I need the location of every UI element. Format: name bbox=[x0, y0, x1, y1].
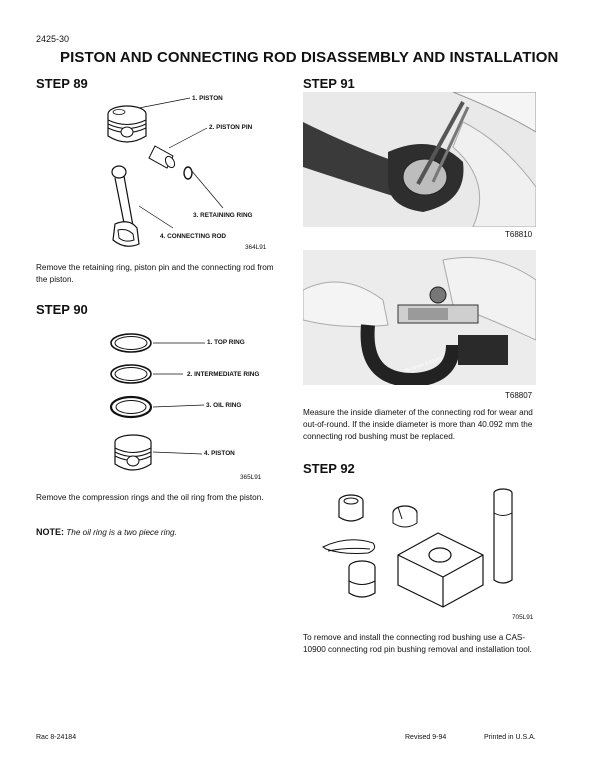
pin-clip-drawing bbox=[321, 539, 376, 554]
footer-revised: Revised 9-94 bbox=[405, 734, 447, 741]
driver-drawing bbox=[348, 560, 376, 598]
photo-id-t68807: T68807 bbox=[505, 391, 533, 400]
top-ring-drawing bbox=[110, 333, 152, 353]
label-intermediate-ring: 2. INTERMEDIATE RING bbox=[187, 371, 260, 378]
label-piston: 1. PISTON bbox=[192, 95, 223, 102]
step-89-heading: STEP 89 bbox=[36, 76, 88, 91]
split-bushing-drawing bbox=[392, 505, 418, 528]
figure-id-705l91: 705L91 bbox=[512, 614, 534, 621]
footer-doc-number: Rac 8-24184 bbox=[36, 734, 77, 741]
photo-id-t68810: T68810 bbox=[505, 230, 533, 239]
piston-pin-drawing bbox=[148, 145, 176, 169]
label-retaining-ring: 3. RETAINING RING bbox=[193, 212, 253, 219]
label-top-ring: 1. TOP RING bbox=[207, 339, 245, 346]
photo-measuring-rod-bore bbox=[303, 92, 536, 227]
connecting-rod-drawing bbox=[111, 165, 140, 247]
step-90-text: Remove the compression rings and the oil… bbox=[36, 493, 264, 502]
support-block-drawing bbox=[397, 532, 484, 608]
step-90-heading: STEP 90 bbox=[36, 302, 88, 317]
step-89-text: Remove the retaining ring, piston pin an… bbox=[36, 263, 274, 284]
step-90-note: NOTE: The oil ring is a two piece ring. bbox=[36, 526, 276, 539]
intermediate-ring-drawing bbox=[110, 364, 152, 384]
step-89-illustration bbox=[107, 97, 224, 247]
figure-id-364l91: 364L91 bbox=[245, 244, 267, 251]
step-92-illustration bbox=[321, 488, 513, 608]
bushing-drawing bbox=[338, 494, 364, 522]
note-label: NOTE: bbox=[36, 527, 64, 537]
handle-drawing bbox=[493, 488, 513, 584]
label-piston-2: 4. PISTON bbox=[204, 450, 235, 457]
oil-ring-drawing bbox=[109, 395, 153, 419]
label-connecting-rod: 4. CONNECTING ROD bbox=[160, 233, 227, 240]
figure-id-365l91: 365L91 bbox=[240, 474, 262, 481]
page-number: 2425-30 bbox=[36, 34, 70, 44]
note-text: The oil ring is a two piece ring. bbox=[66, 528, 177, 537]
piston-2-drawing bbox=[114, 434, 152, 471]
step-91-text: Measure the inside diameter of the conne… bbox=[303, 408, 533, 441]
page-title: PISTON AND CONNECTING ROD DISASSEMBLY AN… bbox=[60, 49, 559, 66]
retaining-ring-drawing bbox=[183, 166, 193, 180]
piston-drawing bbox=[107, 105, 147, 143]
step-91-heading: STEP 91 bbox=[303, 76, 355, 91]
label-piston-pin: 2. PISTON PIN bbox=[209, 124, 253, 131]
step-92-heading: STEP 92 bbox=[303, 461, 355, 476]
photo-micrometer: 25-50mm 0.01mm bbox=[303, 250, 536, 385]
step-92-text: To remove and install the connecting rod… bbox=[303, 633, 532, 654]
footer-printed: Printed in U.S.A. bbox=[484, 734, 536, 741]
label-oil-ring: 3. OIL RING bbox=[206, 402, 242, 409]
step-90-illustration bbox=[109, 333, 205, 471]
